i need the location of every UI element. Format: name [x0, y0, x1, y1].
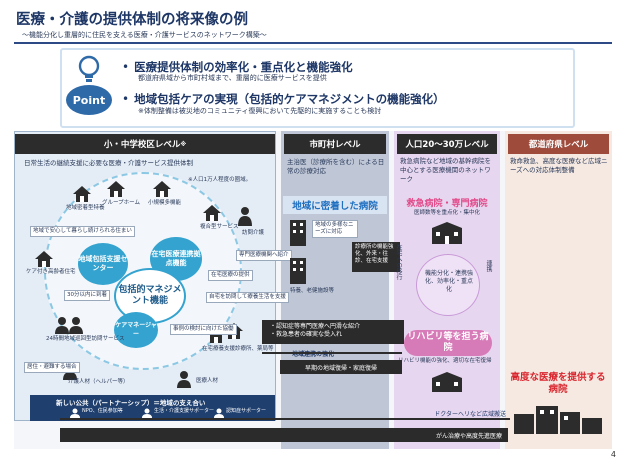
rehab-sub: リハビリ機能の強化、適切な在宅復帰 — [398, 358, 492, 364]
page-title: 医療・介護の提供体制の将来像の例 — [16, 12, 248, 28]
house-icon — [73, 186, 91, 202]
band-6: 診療所の機能強化、外来・往診、在宅支援 — [352, 242, 400, 272]
population-functions: 機能分化・連携強化、効率化・重点化 — [424, 270, 473, 293]
population-hospital-sub: 医師数等を重点化・集中化 — [414, 210, 481, 216]
label-collaboration: 事例の検討に向けた協働 — [170, 324, 237, 335]
people-icon — [214, 408, 224, 418]
band-5: がん治療や高度先進医療 — [60, 428, 508, 442]
point-item-2-title: 地域包括ケアの実現（包括的ケアマネジメントの機能強化） — [134, 92, 445, 106]
hospital-icon — [432, 222, 462, 244]
house-icon — [107, 181, 125, 197]
label-30min: 30分以内に到着 — [64, 290, 110, 301]
prefecture-hospital: 高度な医療を提供する病院 — [510, 372, 606, 395]
public-item-dementia: 認知症サポーター — [226, 408, 267, 414]
point-item-2-sub: ※体制整備は被災地のコミュニティ復興において先駆的に実施することも検討 — [138, 107, 382, 115]
city-desc: 主治医（診療所を含む）による日常の診療対応 — [287, 158, 385, 175]
house7-label: 在宅療養支援診療所、薬局等 — [202, 346, 274, 352]
population-desc: 救急病院など地域の基幹病院を中心とする医療機関のネットワーク — [400, 157, 491, 183]
school-head-mark: ※ — [180, 140, 187, 148]
house3-label: 小規模多機能 — [148, 200, 182, 206]
band-4: ドクターヘリなど広域搬送 — [434, 410, 506, 418]
person-icon — [238, 207, 252, 226]
house4-label: 複合型サービス — [200, 224, 239, 230]
referral-band: ・認知症等専門医療へ円滑な紹介 ・救急患者の確実な受入れ — [262, 320, 404, 344]
prefecture-panel — [505, 131, 612, 449]
care-manager: ケアマネージャー — [114, 312, 158, 348]
medical-staff-label: 医療人材 — [196, 378, 219, 384]
band-1-line-2: ・救急患者の確実な受入れ — [270, 331, 343, 338]
band-1-line-1: ・認知症等専門医療へ円滑な紹介 — [270, 323, 361, 330]
prefecture-desc: 救命救急、高度な医療など広域ニーズへの対応体制整備 — [510, 157, 608, 174]
title-rule — [14, 42, 612, 44]
city-panel — [281, 131, 389, 449]
population-head: 人口20～30万レベル — [397, 134, 497, 154]
new-public-title: 新しい公共（パートナーシップ）＝地域の支え合い — [56, 399, 206, 407]
point-label: Point — [66, 85, 112, 115]
band-8: 連携 — [485, 260, 492, 272]
functions-circle — [416, 254, 480, 316]
city-caption: 特養、老健施設等 — [290, 288, 335, 294]
school-head-text: 小・中学校区レベル — [103, 140, 181, 150]
building-icon — [290, 258, 306, 284]
care-staff-label: 介護人材（ヘルパー等） — [68, 379, 129, 385]
house6-label: 24時間地域巡回型訪問サービス — [46, 336, 125, 342]
hospital-complex-icon — [514, 406, 602, 434]
point-box — [60, 48, 575, 128]
doctor-icon — [177, 371, 191, 388]
people-icon — [70, 408, 80, 418]
point-item-1-sub: 都道府県域から市町村域まで、重層的に医療サービスを提供 — [138, 74, 327, 82]
house2-label: グループホーム — [102, 200, 141, 206]
people-icon — [142, 408, 152, 418]
building-icon — [290, 220, 306, 246]
house5-label: ケア付き高齢者住宅 — [26, 269, 76, 275]
people-icon — [55, 317, 83, 334]
lightbulb-icon — [78, 55, 100, 82]
label-evacuation: 居住・避難する場合 — [24, 362, 80, 373]
band-3: 早期の地域復帰・家庭復帰 — [280, 360, 402, 374]
prefecture-head: 都道府県レベル — [508, 134, 609, 154]
point-badge: Point — [66, 55, 112, 117]
house1-label: 地域密着型特養 — [66, 205, 105, 211]
label-home-visit: 自宅を訪問して療養生活を支援 — [206, 292, 289, 303]
house-icon — [203, 205, 221, 221]
school-head: 小・中学校区レベル※ — [15, 134, 275, 154]
city-hospital: 地域に密着した病院 — [283, 196, 387, 214]
band-2: 地域連携の強化 — [292, 350, 335, 358]
band-7: 在宅への移行 — [395, 244, 402, 280]
population-hospital: 救急病院・専門病院 — [406, 199, 488, 209]
point-item-1: • 医療提供体制の効率化・重点化と機能強化 — [122, 60, 353, 74]
public-item-npo: NPO、住民参加等 — [82, 408, 123, 414]
point-item-1-title: 医療提供体制の効率化・重点化と機能強化 — [134, 60, 353, 74]
new-public-bar: 新しい公共（パートナーシップ）＝地域の支え合い NPO、住民参加等 生活・介護支… — [30, 395, 275, 421]
house-icon — [35, 251, 53, 267]
visit-care-label: 訪問介護 — [242, 230, 265, 236]
label-home-medical: 在宅医療の提供 — [208, 270, 253, 281]
hospital-icon — [432, 372, 462, 392]
band-arrow-line — [262, 352, 402, 354]
school-desc: 日常生活の継続支援に必要な医療・介護サービス提供体制 — [24, 159, 193, 167]
band-4-line — [60, 418, 510, 420]
page-number: 4 — [610, 450, 616, 459]
label-referral: 専門医療機関へ紹介 — [236, 250, 292, 261]
house-icon — [153, 181, 171, 197]
school-note: ※人口1万人程度の圏域。 — [188, 177, 252, 183]
community-support-center: 地域包括支援センター — [78, 243, 128, 285]
point-item-2: • 地域包括ケアの実現（包括的ケアマネジメントの機能強化） — [122, 92, 445, 106]
page-subtitle: ～機能分化し重層的に住民を支える医療・介護サービスのネットワーク構築～ — [22, 31, 267, 39]
label-housing: 地域で安心して暮らし続けられる住まい — [30, 226, 135, 237]
city-bubble: 地域の多様なニーズに対応 — [312, 220, 358, 238]
city-head: 市町村レベル — [284, 134, 386, 154]
rehab-hospital: リハビリ等を担う病院 — [404, 330, 492, 356]
public-item-supporter: 生活・介護支援サポーター — [154, 408, 215, 414]
